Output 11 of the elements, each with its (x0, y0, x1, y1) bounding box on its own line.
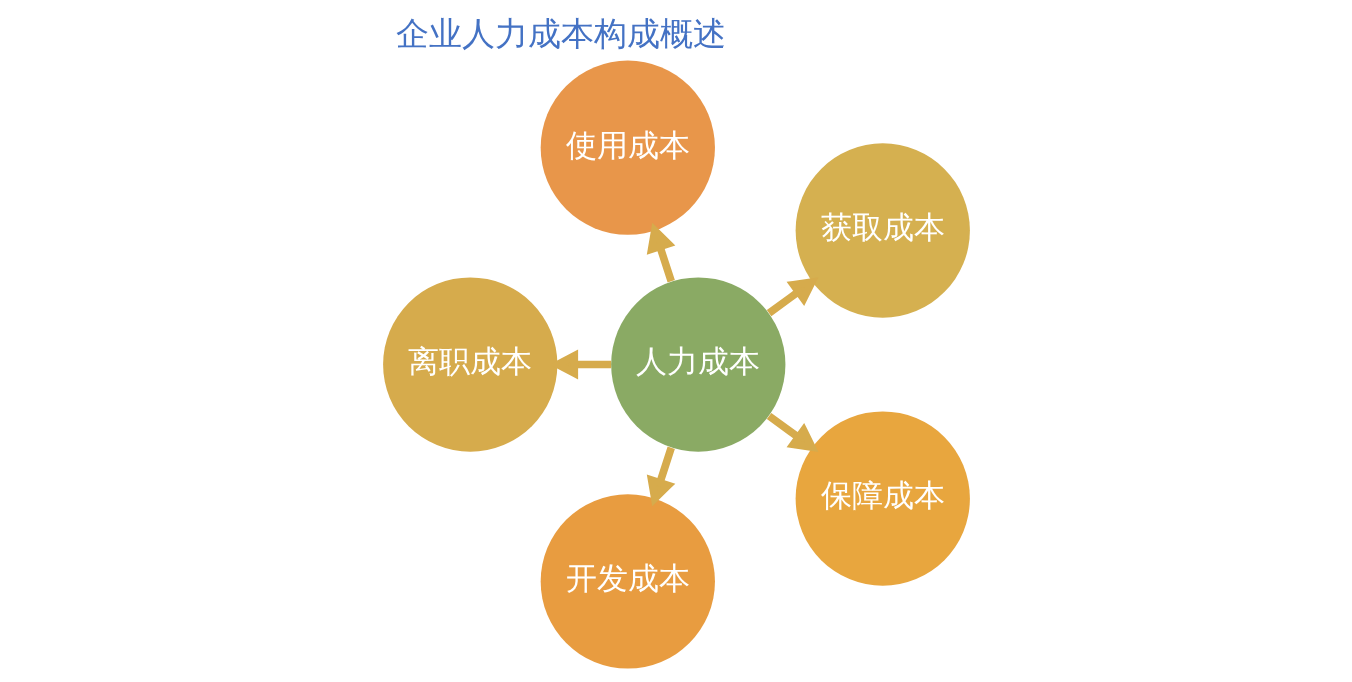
arrow (646, 446, 675, 507)
node-circle: 获取成本 (795, 143, 970, 318)
arrow (766, 277, 818, 317)
node-circle: 人力成本 (610, 277, 785, 452)
diagram-title: 企业人力成本构成概述 (395, 13, 726, 53)
arrow (766, 412, 818, 452)
node-circle: 离职成本 (382, 277, 557, 452)
node-circle: 保障成本 (795, 411, 970, 586)
arrow (646, 222, 675, 283)
node-circle: 使用成本 (540, 60, 715, 235)
node-circle: 开发成本 (540, 494, 715, 669)
